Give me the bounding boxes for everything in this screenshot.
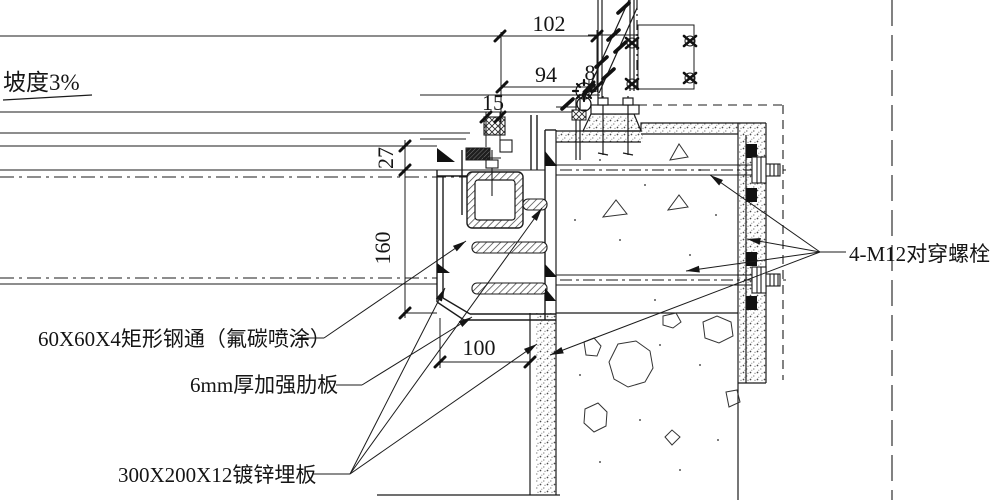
dimensions: 102 94 8 15 27 160 100	[370, 11, 604, 369]
dimension-ticks	[398, 29, 604, 369]
dim-8: 8	[585, 60, 596, 85]
dim-15: 15	[482, 90, 504, 115]
label-rib-plate: 6mm厚加强肋板	[190, 373, 338, 397]
concrete-dots	[574, 159, 719, 471]
dim-160: 160	[370, 232, 395, 265]
label-through-bolts: 4-M12对穿螺栓	[849, 242, 990, 266]
dim-100: 100	[463, 335, 496, 360]
dim-102: 102	[533, 11, 566, 36]
gasket-block	[465, 147, 491, 161]
steel-tube-inner	[474, 179, 516, 221]
concrete-top-band-left	[556, 131, 643, 142]
weld-fillets	[437, 148, 557, 301]
slope-annotation: 坡度3%	[2, 70, 93, 101]
grout-curb	[582, 113, 642, 132]
callout-labels: 60X60X4矩形钢通（氟碳喷涂） 6mm厚加强肋板 300X200X12镀锌埋…	[38, 242, 990, 487]
bolt-cross-symbols	[624, 34, 698, 91]
dashed-boundary	[638, 0, 893, 500]
screw-symbols	[560, 1, 631, 111]
anchor-heads	[746, 144, 757, 310]
aggregate-triangles	[601, 143, 689, 218]
dim-27: 27	[373, 147, 398, 169]
leaders	[298, 174, 846, 475]
dim-94: 94	[535, 62, 557, 87]
steel-bracket	[436, 115, 557, 321]
concrete-structure	[377, 122, 767, 500]
concrete-top-band-right	[641, 123, 766, 134]
concrete-left-band-lower	[536, 313, 556, 495]
roof-panel-lines	[0, 35, 600, 285]
label-steel-tube: 60X60X4矩形钢通（氟碳喷涂）	[38, 327, 331, 351]
label-embed-plate: 300X200X12镀锌埋板	[118, 463, 316, 487]
anchor-rods	[471, 198, 548, 295]
aluminium-profile-section	[483, 116, 506, 136]
slope-text: 坡度3%	[3, 70, 80, 95]
fixing-bolt	[483, 139, 513, 196]
